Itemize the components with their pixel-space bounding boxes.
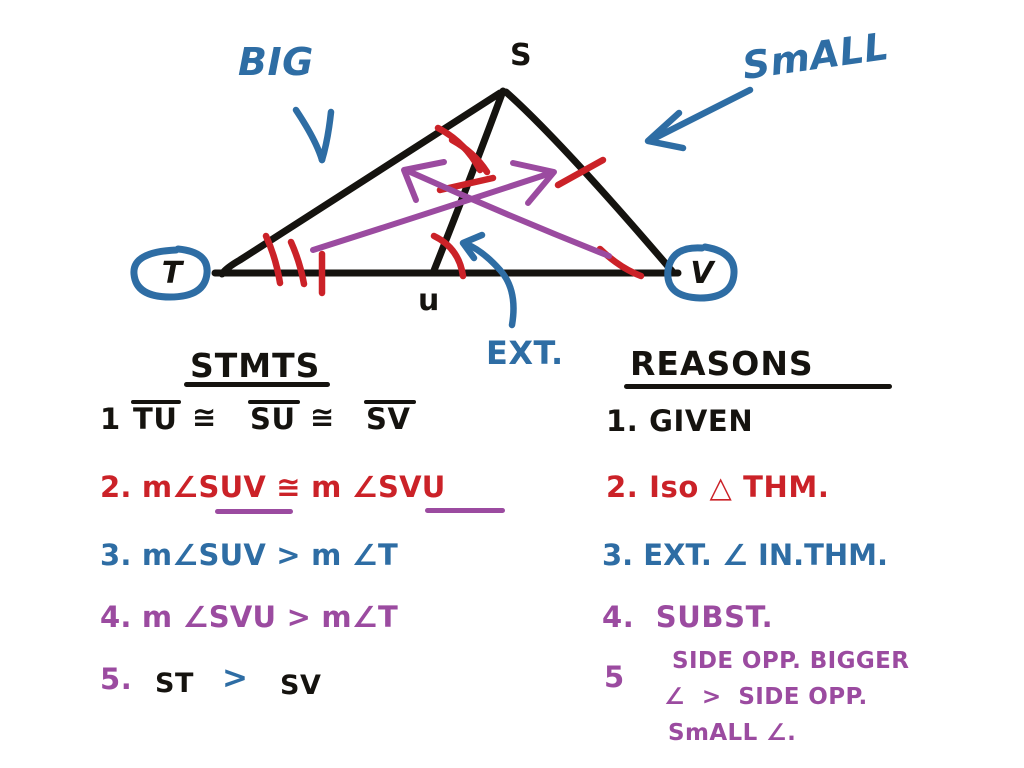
- underline-suv: [215, 509, 293, 514]
- statement-5-lhs: ST: [155, 668, 195, 699]
- purple-arrow-to-sv-head: [510, 160, 557, 206]
- statement-5-number: 5.: [100, 662, 133, 696]
- segment-sv: [502, 88, 676, 275]
- blue-annotations: [130, 86, 754, 329]
- vertex-label-v-circled[interactable]: V: [682, 250, 722, 296]
- overbar-su: [248, 400, 300, 404]
- reason-5-number: 5: [604, 660, 625, 694]
- statement-1-congruent-2: ≅: [310, 400, 335, 434]
- angle-arc-s-inner: [448, 136, 491, 176]
- circle-around-t: [130, 245, 211, 301]
- statements-header: STMTS: [190, 346, 321, 385]
- big-arrow-curve: [318, 108, 335, 164]
- statement-3-text: 3. m∠SUV > m ∠T: [100, 538, 398, 572]
- big-label: BIG: [238, 40, 314, 84]
- statements-header-underline: [184, 382, 330, 387]
- small-arrow-shaft: [647, 86, 754, 144]
- big-arrow-shaft: [292, 106, 326, 164]
- ext-arrow-shaft: [462, 240, 517, 329]
- vertex-label-v: V: [690, 255, 714, 291]
- reason-2-text: 2. Iso △ THM.: [606, 470, 830, 504]
- statement-1-number: 1: [100, 402, 121, 436]
- vertex-label-u: u: [418, 283, 440, 318]
- underline-svu: [425, 508, 505, 513]
- statement-4-text: 4. m ∠SVU > m∠T: [100, 600, 398, 634]
- statement-5-rhs: SV: [280, 670, 322, 701]
- triangle-tsv: [211, 87, 682, 278]
- statement-1-seg-su: SU: [250, 402, 296, 436]
- angle-arc-t-inner: [287, 238, 308, 288]
- reason-5-line-1: SIDE OPP. BIGGER: [672, 648, 910, 674]
- statement-1-seg-sv: SV: [366, 402, 411, 436]
- purple-arrow-to-su: [405, 168, 612, 259]
- ext-arrow-head: [459, 231, 486, 262]
- reasons-header-underline: [624, 384, 892, 389]
- vertex-label-s: S: [510, 38, 533, 73]
- tick-mark-sv: [554, 156, 607, 189]
- statement-1-congruent-1: ≅: [192, 400, 217, 434]
- vertex-label-t-circled[interactable]: T: [152, 250, 192, 296]
- vertex-label-t: T: [161, 255, 183, 291]
- statement-2-text: 2. m∠SUV ≅ m ∠SVU: [100, 470, 446, 504]
- reasons-header: REASONS: [630, 344, 814, 383]
- angle-arc-t-outer: [262, 232, 284, 287]
- statement-1-seg-tu: TU: [133, 402, 178, 436]
- small-arrow-head: [644, 109, 687, 152]
- overbar-sv: [364, 400, 416, 404]
- reason-1-text: 1. GIVEN: [606, 404, 754, 438]
- angle-arc-suv: [430, 232, 467, 280]
- purple-pointer-arrows: [310, 159, 612, 259]
- circle-around-v: [664, 243, 738, 302]
- ext-label: EXT.: [486, 334, 564, 372]
- reason-5-line-2: ∠ > SIDE OPP.: [664, 684, 868, 710]
- purple-arrow-to-sv: [310, 170, 554, 253]
- statement-5-operator: >: [222, 660, 249, 696]
- reason-4-text: 4. SUBST.: [602, 600, 774, 634]
- reason-3-text: 3. EXT. ∠ IN.THM.: [602, 538, 889, 572]
- reason-5-line-3: SmALL ∠.: [668, 720, 797, 746]
- overbar-tu: [131, 400, 181, 404]
- purple-arrow-to-su-head: [401, 159, 447, 203]
